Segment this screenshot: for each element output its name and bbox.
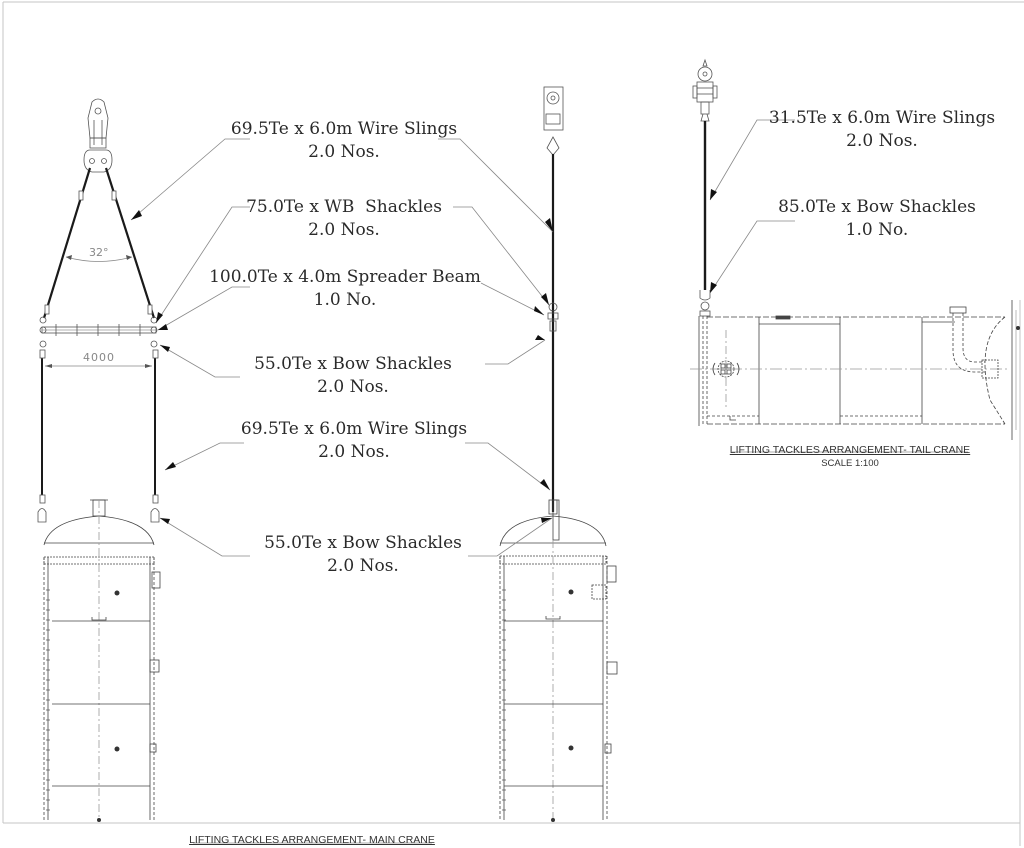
leader-arrowheads-main: [131, 210, 553, 524]
leader-lines-tail: [709, 119, 795, 294]
vessel-middle: [499, 499, 618, 820]
callout-lower-bow-shackles-spec: 55.0Te x Bow Shackles: [264, 533, 462, 553]
upper-wire-slings-left: [42, 167, 156, 319]
callout-tail-bow-shackles-qty: 1.0 No.: [845, 220, 909, 240]
callout-upper-wire-slings-qty: 2.0 Nos.: [308, 142, 380, 162]
main-crane-hook-middle: [543, 86, 564, 156]
callout-upper-bow-shackles-qty: 2.0 Nos.: [317, 377, 389, 397]
sling-angle-label: 32°: [89, 246, 109, 259]
callout-lower-bow-shackles-qty: 2.0 Nos.: [327, 556, 399, 576]
callout-spreader-beam-qty: 1.0 No.: [313, 290, 377, 310]
callout-tail-bow-shackles-spec: 85.0Te x Bow Shackles: [778, 197, 976, 217]
vessel-ladder-middle: [502, 589, 506, 811]
callout-spreader-beam: 100.0Te x 4.0m Spreader Beam 1.0 No.: [196, 266, 494, 312]
spreader-width-label: 4000: [83, 351, 115, 364]
lower-shackles-left: [37, 508, 160, 523]
callout-lower-wire-slings-qty: 2.0 Nos.: [318, 442, 390, 462]
main-crane-title-text: LIFTING TACKLES ARRANGEMENT- MAIN CRANE: [189, 834, 435, 846]
callout-tail-wire-slings-spec: 31.5Te x 6.0m Wire Slings: [768, 108, 996, 128]
main-crane-hook-left: [83, 98, 113, 173]
callout-tail-bow-shackles: 85.0Te x Bow Shackles 1.0 No.: [765, 196, 989, 242]
callout-wb-shackles-qty: 2.0 Nos.: [308, 220, 380, 240]
callout-spreader-beam-spec: 100.0Te x 4.0m Spreader Beam: [209, 267, 481, 287]
callout-wb-shackles-spec: 75.0Te x WB Shackles: [246, 197, 442, 217]
tail-shackle: [699, 290, 711, 317]
leader-arrowheads-tail: [710, 189, 717, 293]
spreader-beam-middle: [547, 302, 559, 332]
callout-upper-bow-shackles-spec: 55.0Te x Bow Shackles: [254, 354, 452, 374]
tail-vessel: [690, 300, 1017, 440]
callout-wb-shackles: 75.0Te x WB Shackles 2.0 Nos.: [232, 196, 456, 242]
callout-lower-wire-slings: 69.5Te x 6.0m Wire Slings 2.0 Nos.: [232, 418, 476, 464]
tail-crane-title: LIFTING TACKLES ARRANGEMENT- TAIL CRANE …: [700, 440, 1000, 469]
callout-tail-wire-slings: 31.5Te x 6.0m Wire Slings 2.0 Nos.: [760, 107, 1004, 153]
tail-crane-hook: [692, 58, 718, 122]
callout-upper-wire-slings: 69.5Te x 6.0m Wire Slings 2.0 Nos.: [222, 118, 466, 164]
spreader-beam-left: [39, 316, 158, 348]
tail-crane-title-text: LIFTING TACKLES ARRANGEMENT- TAIL CRANE: [729, 444, 971, 456]
leader-lines-main: [130, 138, 554, 557]
main-crane-title: LIFTING TACKLES ARRANGEMENT- MAIN CRANE: [180, 830, 444, 848]
vessel-ladder-left: [46, 589, 50, 811]
lower-wire-slings-left: [41, 358, 156, 498]
callout-lower-wire-slings-spec: 69.5Te x 6.0m Wire Slings: [240, 419, 468, 439]
spreader-dimension: [45, 364, 152, 368]
sling-angle-arc: [65, 256, 133, 262]
callout-upper-bow-shackles: 55.0Te x Bow Shackles 2.0 Nos.: [235, 353, 471, 399]
callout-upper-wire-slings-spec: 69.5Te x 6.0m Wire Slings: [230, 119, 458, 139]
callout-lower-bow-shackles: 55.0Te x Bow Shackles 2.0 Nos.: [245, 532, 481, 578]
callout-tail-wire-slings-qty: 2.0 Nos.: [846, 131, 918, 151]
tail-crane-scale: SCALE 1:100: [821, 458, 879, 469]
vessel-left: [43, 499, 161, 820]
